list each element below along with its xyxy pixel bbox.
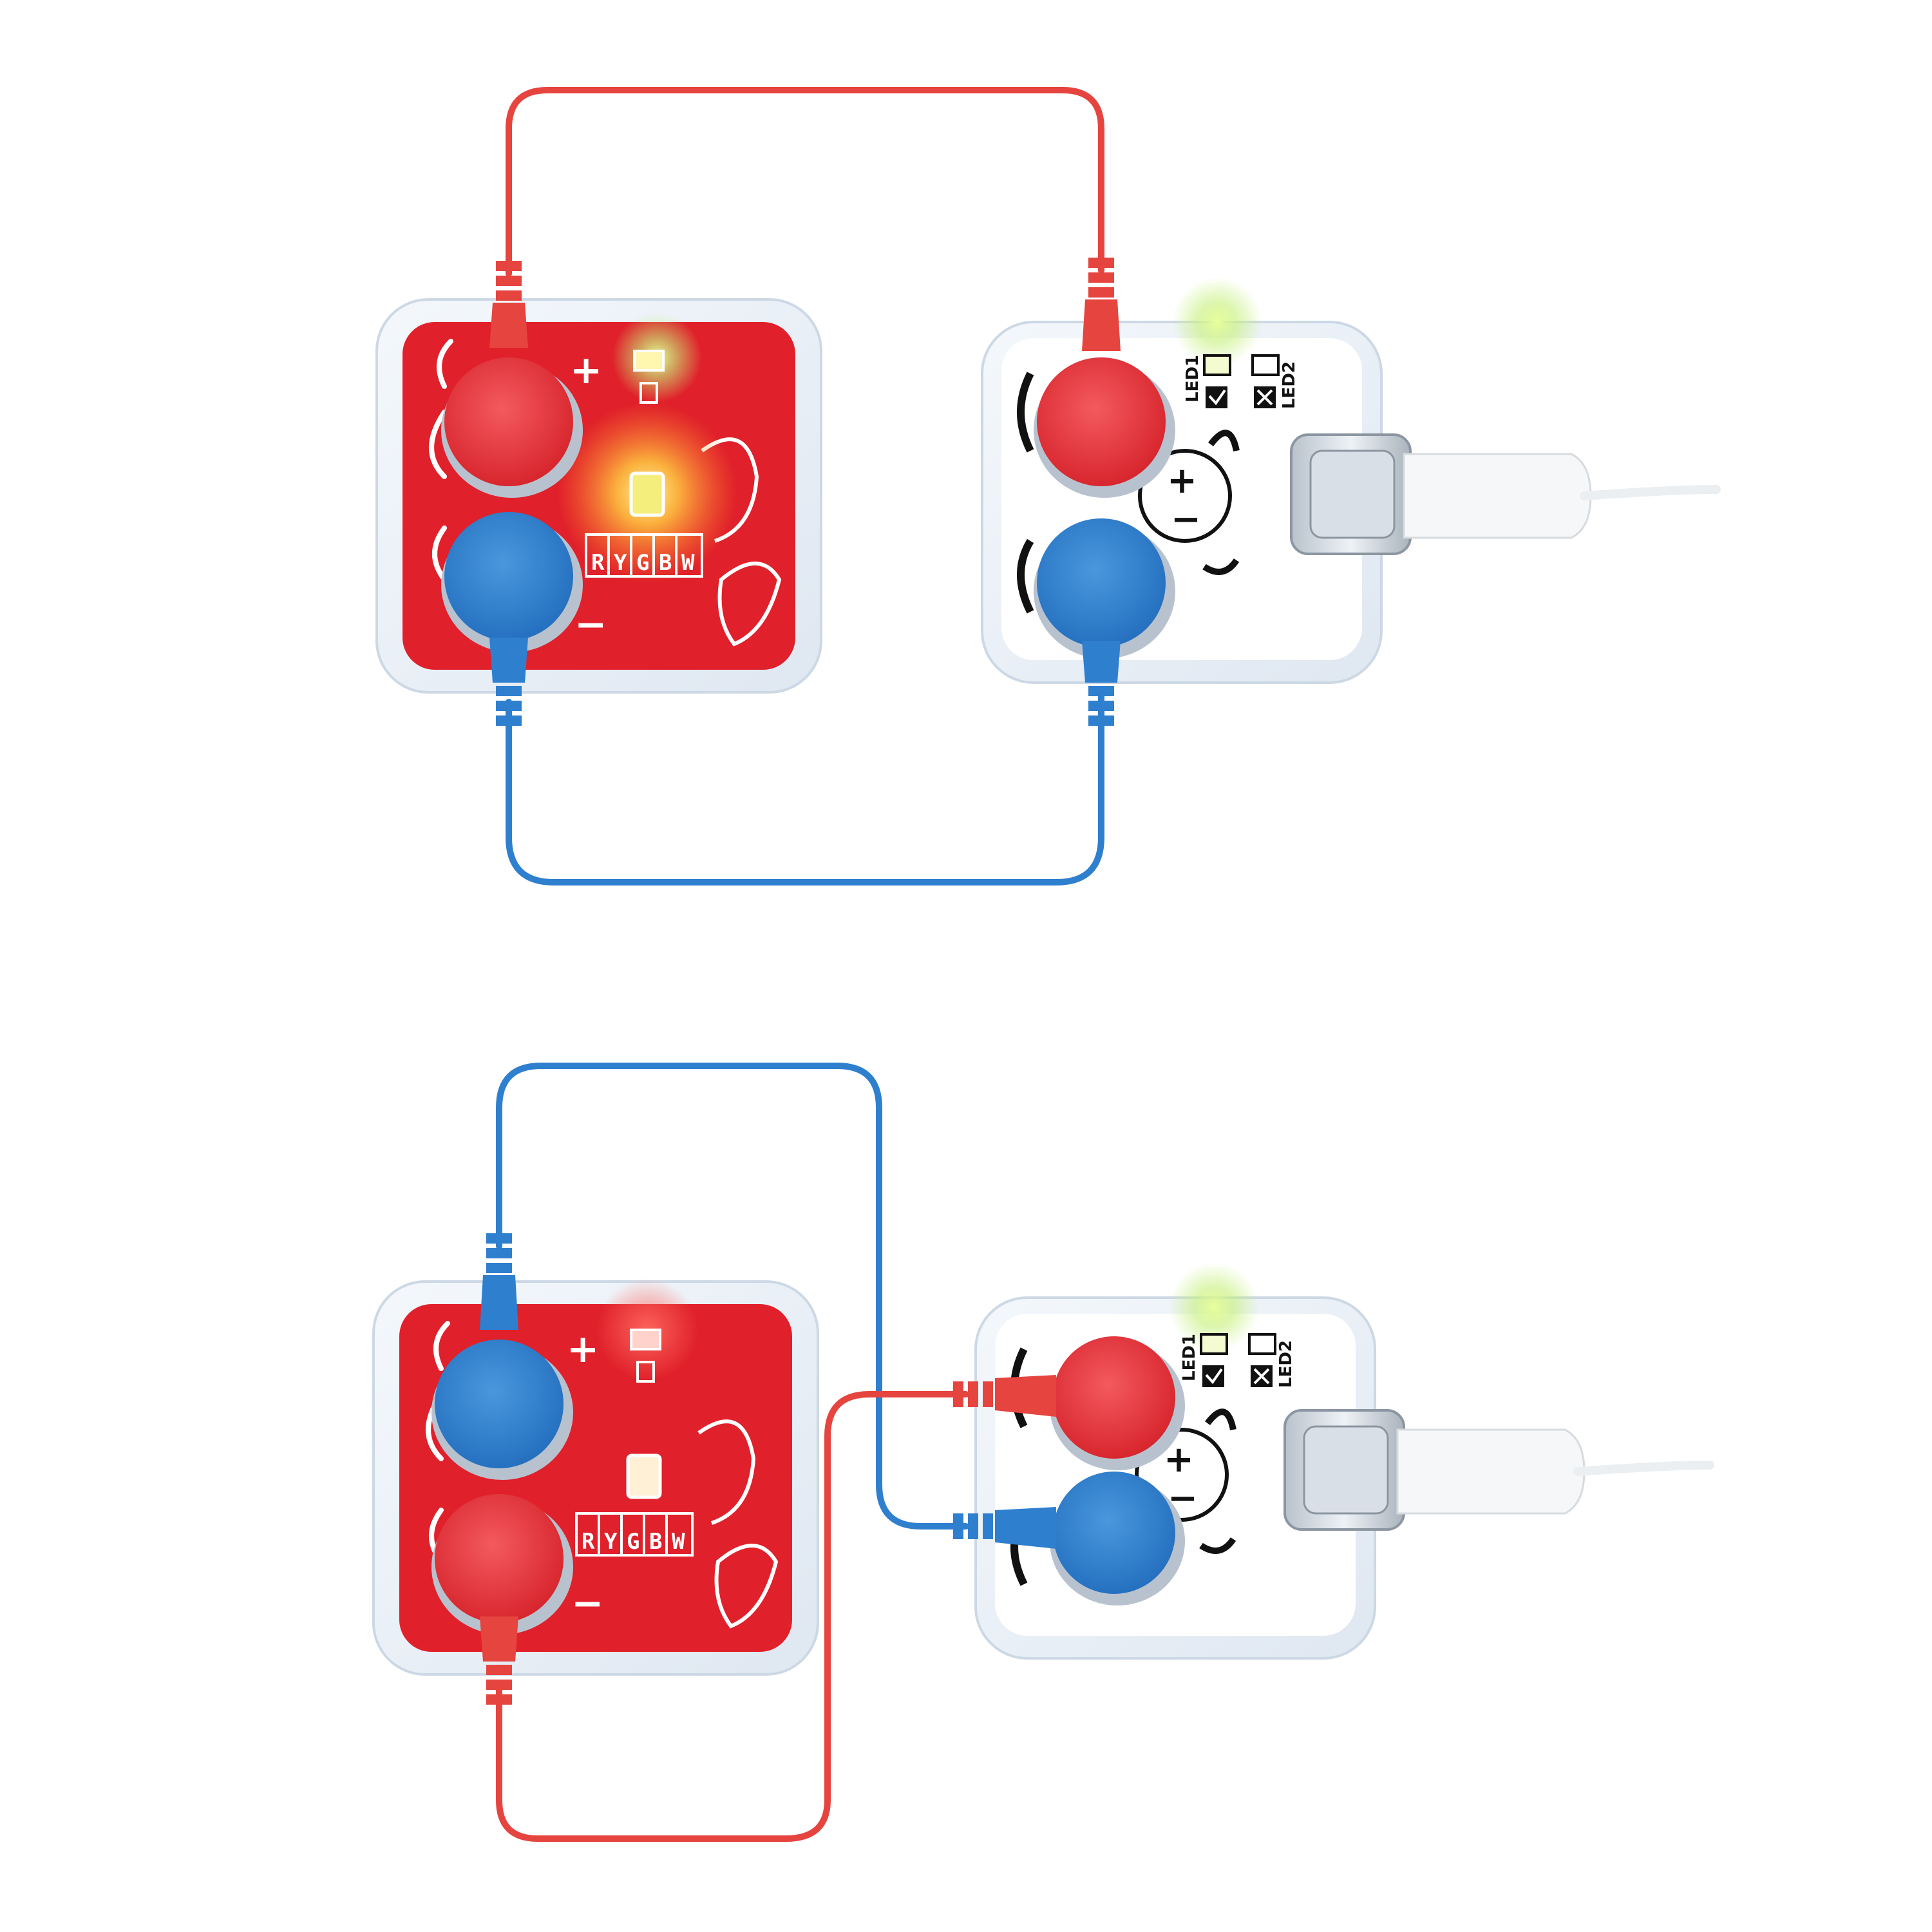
top-usb-cable-plug [1403,453,1592,539]
bottom-color-code-grid: R Y G B W [575,1512,694,1557]
top-board-swirl [432,526,447,582]
bottom-led-plus-button[interactable] [435,1340,564,1468]
color-code-w: W [681,550,695,576]
bottom-usb-led1-label: LED1 [1180,1334,1199,1381]
bottom-plus-label: + [567,1327,599,1372]
bottom-led [626,1454,662,1499]
top-led-blue-connector [489,638,528,726]
color-code-w: W [672,1529,685,1555]
bottom-usb-plus-button[interactable] [1053,1336,1175,1459]
top-led-minus-button[interactable] [444,512,573,641]
color-code-b: B [659,550,672,576]
top-usb-cable [1580,485,1721,500]
top-red-wire [506,87,1104,277]
bottom-usb-face-mustache [1199,1537,1236,1554]
bottom-usb-minus-button[interactable] [1053,1472,1175,1594]
bottom-led-minus-button[interactable] [435,1494,564,1623]
top-usb-face-plus: + [1167,460,1197,502]
bottom-led-blue-connector [480,1233,518,1330]
top-led-red-connector [489,261,528,348]
top-smd-resistor-pad [639,382,658,404]
top-led [629,471,665,517]
top-board-swirl [717,562,782,647]
top-usb-face [1138,449,1232,543]
color-code-b: B [649,1529,662,1555]
bottom-usb-led1 [1200,1333,1228,1355]
top-usb-led2 [1251,354,1280,376]
bottom-board-swirl [714,1544,779,1629]
bottom-board-swirl [697,1419,756,1525]
bottom-red-wire [496,1391,969,1842]
top-usb-face-mustache [1202,558,1240,575]
color-code-g: G [636,550,649,576]
top-minus-label: − [574,602,607,647]
top-board-swirl [429,410,447,479]
top-circuit: R Y G B W + − [375,87,1721,886]
top-usb-eyebrow [1017,372,1034,453]
bottom-usb-red-connector [953,1375,1056,1417]
bottom-minus-label: − [571,1581,603,1626]
bottom-usb-led2 [1248,1333,1276,1355]
top-blue-wire [506,692,1104,886]
top-board-swirl [437,339,453,389]
top-board-swirl [701,437,759,543]
color-code-r: R [591,550,605,576]
color-code-r: R [582,1529,595,1555]
bottom-smd-led-pad [630,1329,661,1350]
bottom-led-red-connector [480,1616,518,1705]
top-led-plus-button[interactable] [444,357,573,486]
top-usb-eyebrow [1017,538,1034,614]
bottom-blue-wire [496,1063,969,1530]
bottom-usb-cable [1573,1461,1714,1476]
top-usb-check-icon [1206,386,1227,408]
top-color-code-grid: R Y G B W [585,533,703,578]
bottom-usb-blue-connector [953,1507,1056,1549]
top-smd-led-pad [633,350,665,372]
top-usb-led1-glow [1172,277,1262,367]
top-usb-face-minus: − [1171,498,1201,540]
top-usb-minus-button[interactable] [1037,518,1166,647]
bottom-usb-face-hair [1205,1408,1236,1431]
top-plus-label: + [570,348,602,393]
top-usb-blue-connector [1082,641,1121,726]
bottom-usb-cable-plug [1396,1428,1586,1515]
color-code-y: Y [604,1529,618,1555]
bottom-smd-resistor-pad [636,1361,655,1383]
color-code-y: Y [614,550,627,576]
top-usb-plus-button[interactable] [1037,357,1166,486]
bottom-usb-led2-label: LED2 [1276,1340,1296,1388]
bottom-usb-check-icon [1202,1365,1224,1387]
bottom-usb-led1-glow [1169,1262,1259,1352]
top-usb-face-hair [1208,430,1240,452]
bottom-usb-face [1135,1428,1229,1522]
top-usb-led1-label: LED1 [1183,355,1202,402]
top-usb-red-connector [1082,258,1121,351]
top-usb-led2-label: LED2 [1280,361,1299,409]
bottom-board-swirl [433,1321,450,1371]
bottom-circuit: R Y G B W + − [372,1063,1714,1842]
color-code-g: G [627,1529,639,1555]
top-usb-led1 [1203,354,1231,376]
